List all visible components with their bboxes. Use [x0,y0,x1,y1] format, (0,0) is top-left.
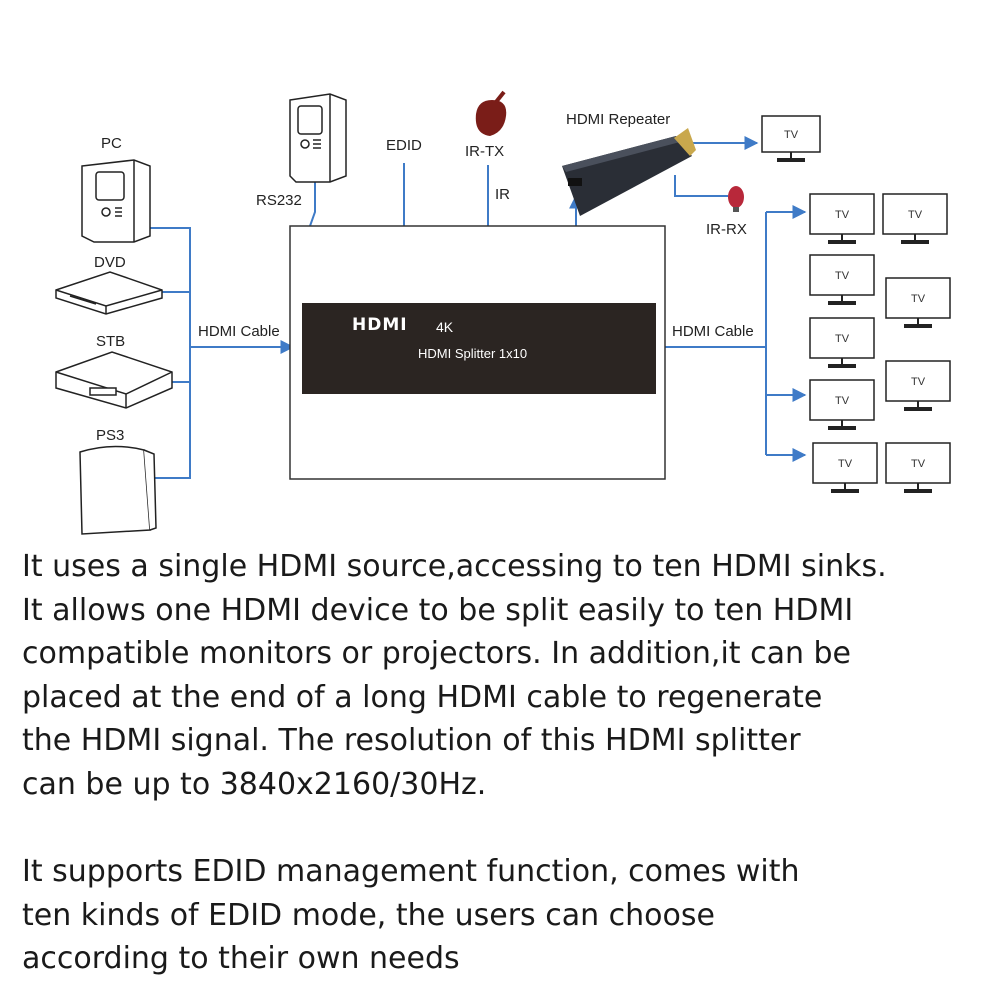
tv-label: TV [908,209,923,221]
description-line: It supports EDID management function, co… [22,854,800,889]
connection-lines [150,136,807,479]
ir-label: IR [495,186,510,203]
ir-tx-label: IR-TX [465,143,504,160]
tv-icon: TV [812,442,878,493]
tv-grid: TV TV TV TV TV TV TV TV TV TV [761,115,951,493]
tv-icon: TV [885,277,951,328]
ps3-icon [79,445,157,535]
tv-label: TV [784,129,799,141]
dvd-icon [55,271,163,315]
pc-icon [81,159,151,243]
description-line: placed at the end of a long HDMI cable t… [22,679,823,715]
tv-label: TV [911,376,926,388]
rs232-label: RS232 [256,192,302,209]
edid-label: EDID [386,137,422,154]
ps3-label: PS3 [96,427,124,444]
tv-label: TV [835,333,850,345]
hdmi-repeater-icon [562,128,696,216]
tv-icon: TV [882,193,948,244]
tv-label: TV [911,458,926,470]
ir-rx-icon [728,186,744,212]
description-paragraph-1: It uses a single HDMI source,accessing t… [22,545,982,806]
description-line: the HDMI signal. The resolution of this … [22,723,801,758]
splitter-face [302,303,656,394]
rs232-controller-icon [289,93,347,183]
left-cable-label: HDMI Cable [198,323,280,340]
tv-icon: TV [809,317,875,368]
repeater-tv-icon: TV [761,115,821,162]
stb-label: STB [96,333,125,350]
description-line: It allows one HDMI device to be split ea… [22,592,854,628]
description-line: ten kinds of EDID mode, the users can ch… [22,897,715,933]
description-line: It uses a single HDMI source,accessing t… [22,549,887,584]
dvd-label: DVD [94,254,126,271]
tv-icon: TV [809,193,875,244]
tv-label: TV [838,458,853,470]
tv-icon: TV [885,360,951,411]
tv-icon: TV [885,442,951,493]
tv-icon: TV [809,254,875,305]
description-line: according to their own needs [22,941,460,976]
right-cable-label: HDMI Cable [672,323,754,340]
splitter-name: HDMI Splitter 1x10 [418,346,527,361]
hdmi-logo: HDMI [352,315,408,335]
tv-label: TV [835,209,850,221]
pc-label: PC [101,135,122,152]
ir-rx-label: IR-RX [706,221,747,238]
tv-label: TV [835,270,850,282]
description-line: can be up to 3840x2160/30Hz. [22,766,487,802]
description-paragraph-2: It supports EDID management function, co… [22,850,982,981]
resolution-badge: 4K [436,319,454,335]
tv-label: TV [911,293,926,305]
stb-icon [55,351,173,409]
repeater-label: HDMI Repeater [566,111,670,128]
description-line: compatible monitors or projectors. In ad… [22,636,852,671]
ir-tx-icon [475,90,507,136]
tv-icon: TV [809,379,875,430]
connection-diagram: PC DVD STB PS3 HDMI Cable RS232 EDID IR-… [55,90,951,535]
tv-label: TV [835,395,850,407]
